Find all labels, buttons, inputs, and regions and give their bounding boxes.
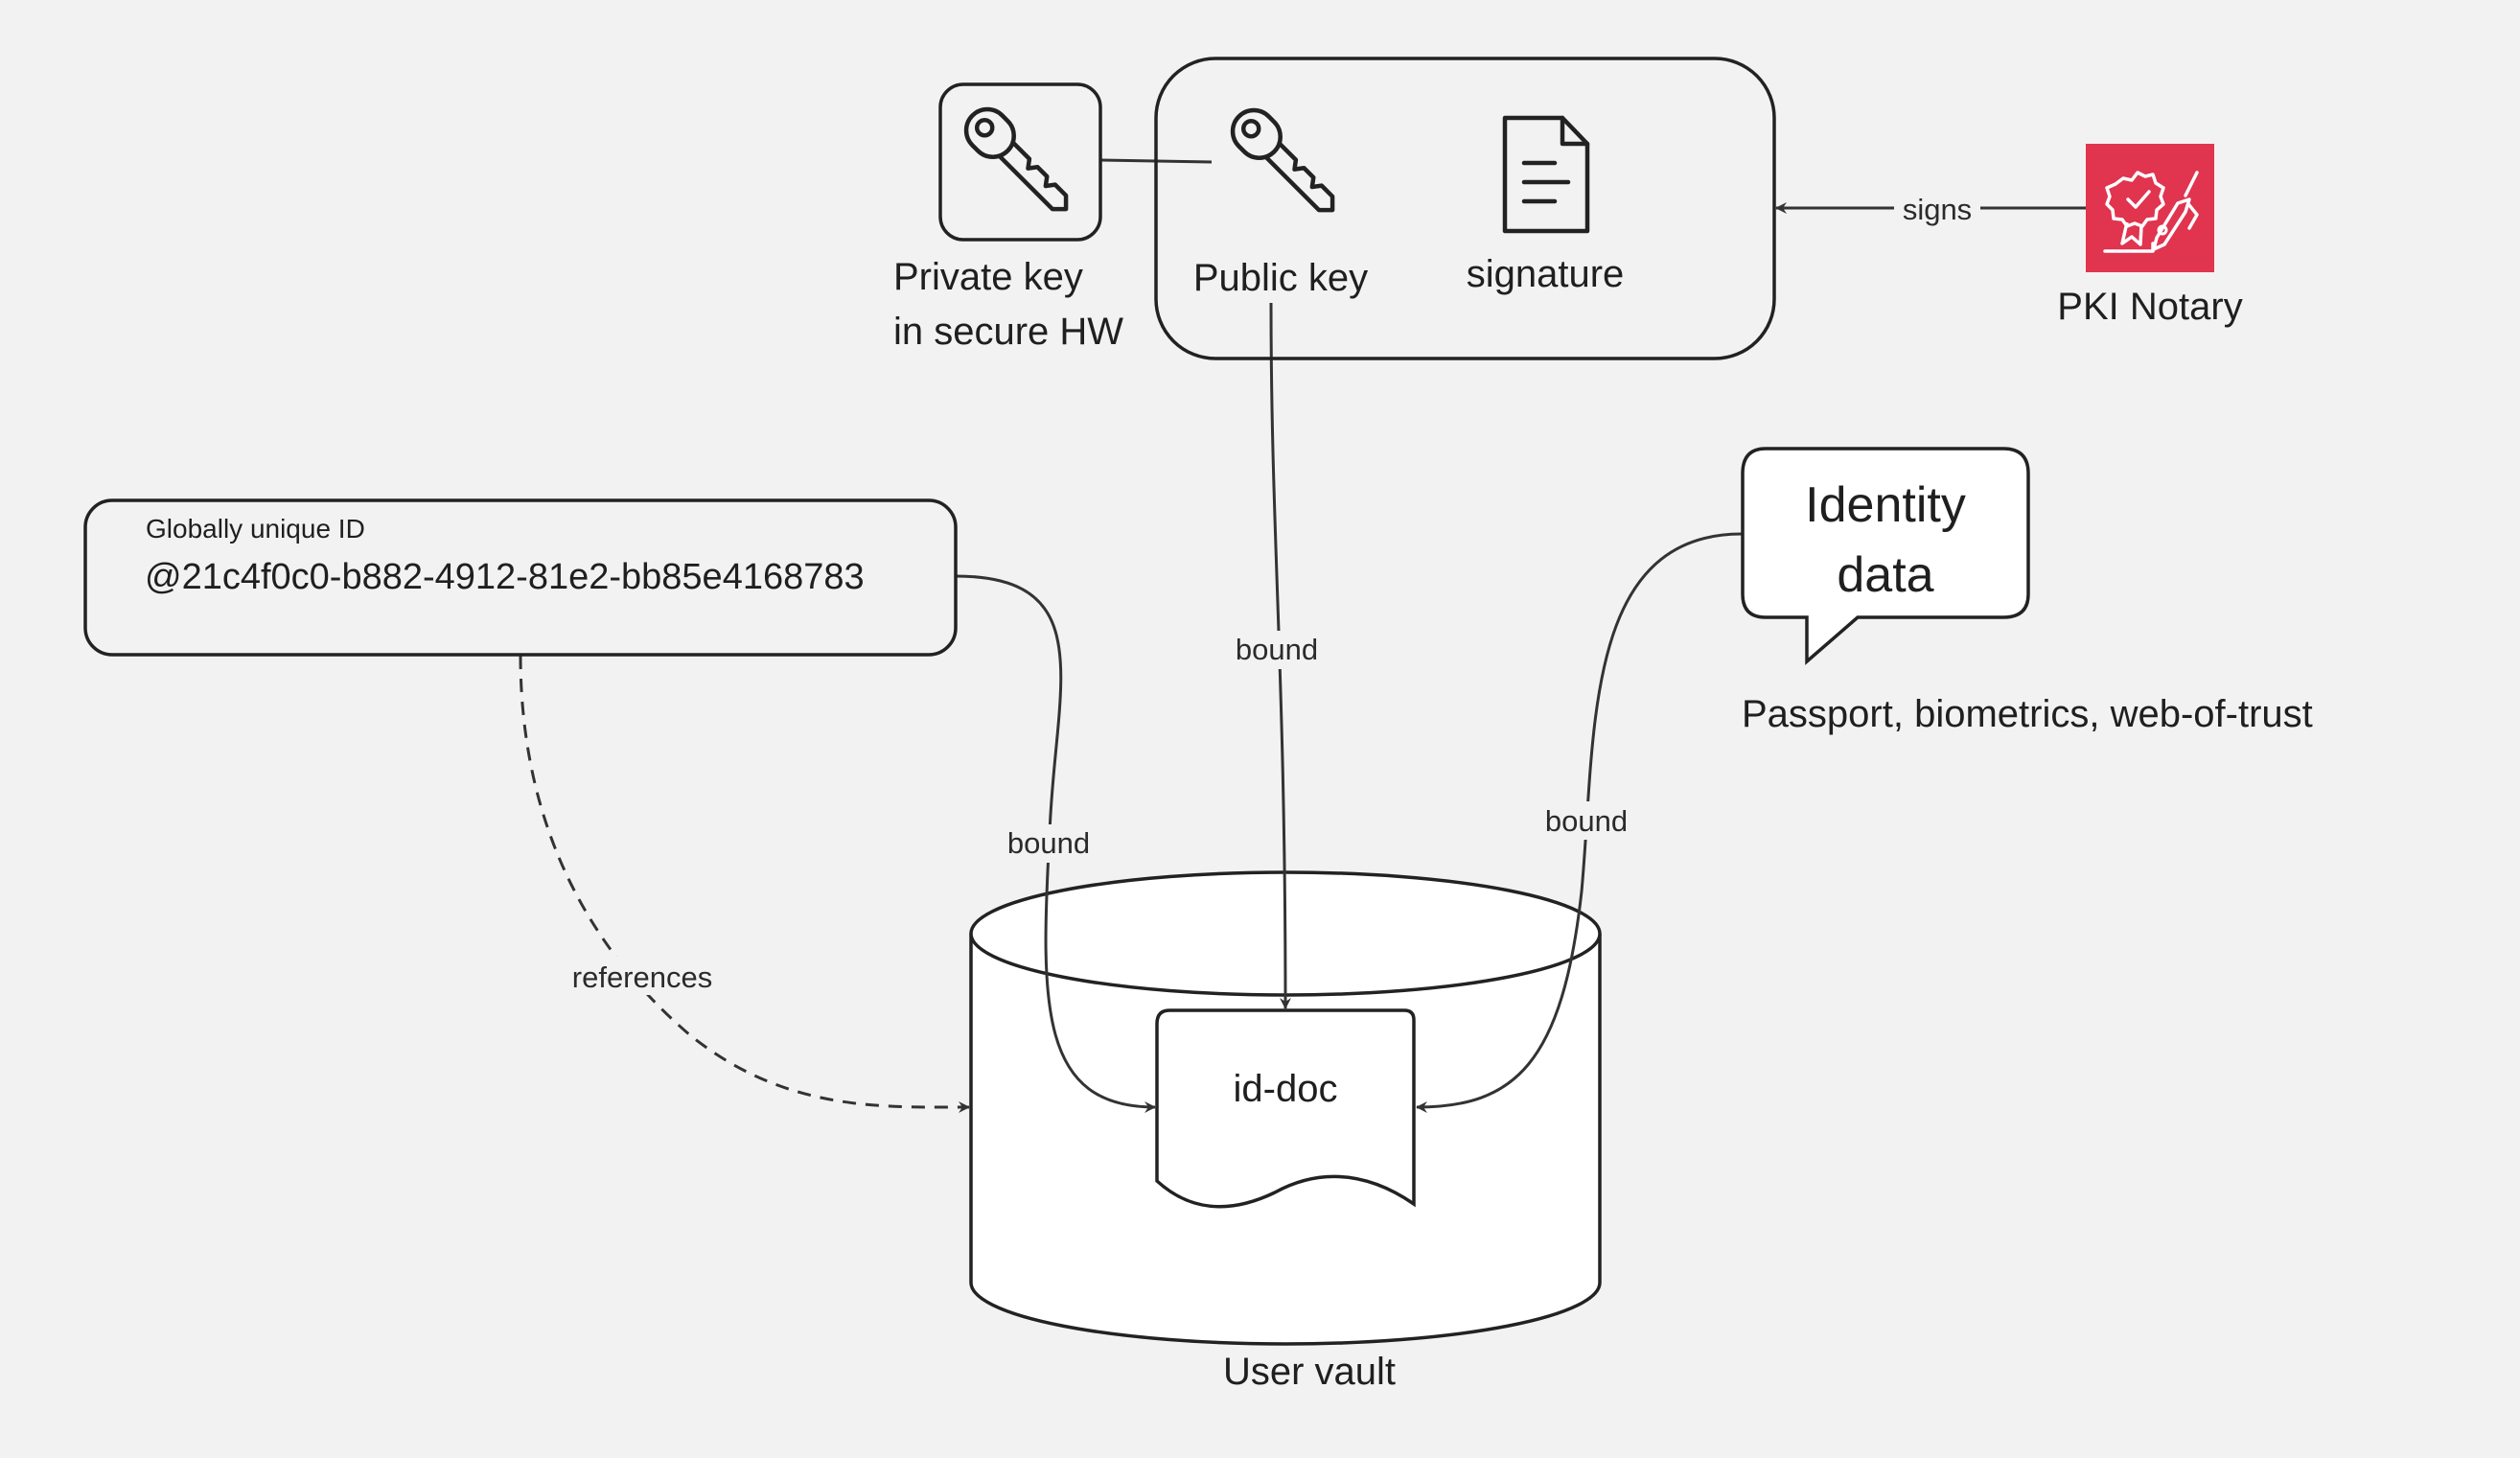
global-id-box[interactable] bbox=[83, 498, 958, 657]
identity-data-note: Passport, biometrics, web-of-trust bbox=[1742, 693, 2313, 735]
edge-bound-identity bbox=[1416, 532, 1743, 1113]
id-doc-label: id-doc bbox=[1234, 1068, 1338, 1110]
key-icon bbox=[1230, 107, 1335, 213]
edge-references bbox=[519, 655, 970, 1114]
private-key-label-line1: Private key bbox=[893, 256, 1083, 298]
edge-bound-public-key bbox=[1269, 302, 1291, 1009]
edge-references-label: references bbox=[572, 960, 712, 994]
signature-label: signature bbox=[1467, 253, 1625, 295]
identity-data-bubble[interactable] bbox=[1741, 447, 2030, 665]
edge-bound-identity-label: bound bbox=[1545, 804, 1628, 838]
identity-data-line2: data bbox=[1837, 547, 1933, 603]
edge-signs-label: signs bbox=[1903, 193, 1972, 226]
key-signature-group[interactable] bbox=[1154, 57, 1776, 360]
private-key-box[interactable] bbox=[938, 82, 1102, 242]
document-icon bbox=[1502, 115, 1590, 234]
public-key-label: Public key bbox=[1193, 257, 1368, 299]
global-id-value: @21c4f0c0-b882-4912-81e2-bb85e4168783 bbox=[145, 557, 865, 597]
notary-pen-badge-icon[interactable] bbox=[2086, 144, 2214, 272]
id-doc-shape[interactable] bbox=[1155, 1008, 1416, 1209]
global-id-caption: Globally unique ID bbox=[146, 514, 365, 544]
identity-data-line1: Identity bbox=[1805, 477, 1966, 533]
edge-bound-public-key-label: bound bbox=[1236, 633, 1318, 666]
user-vault-label: User vault bbox=[1223, 1351, 1396, 1393]
private-key-label-line2: in secure HW bbox=[893, 311, 1123, 353]
key-icon bbox=[963, 106, 1069, 212]
pki-notary-label: PKI Notary bbox=[2057, 286, 2242, 328]
edge-bound-global-id-label: bound bbox=[1007, 826, 1090, 860]
